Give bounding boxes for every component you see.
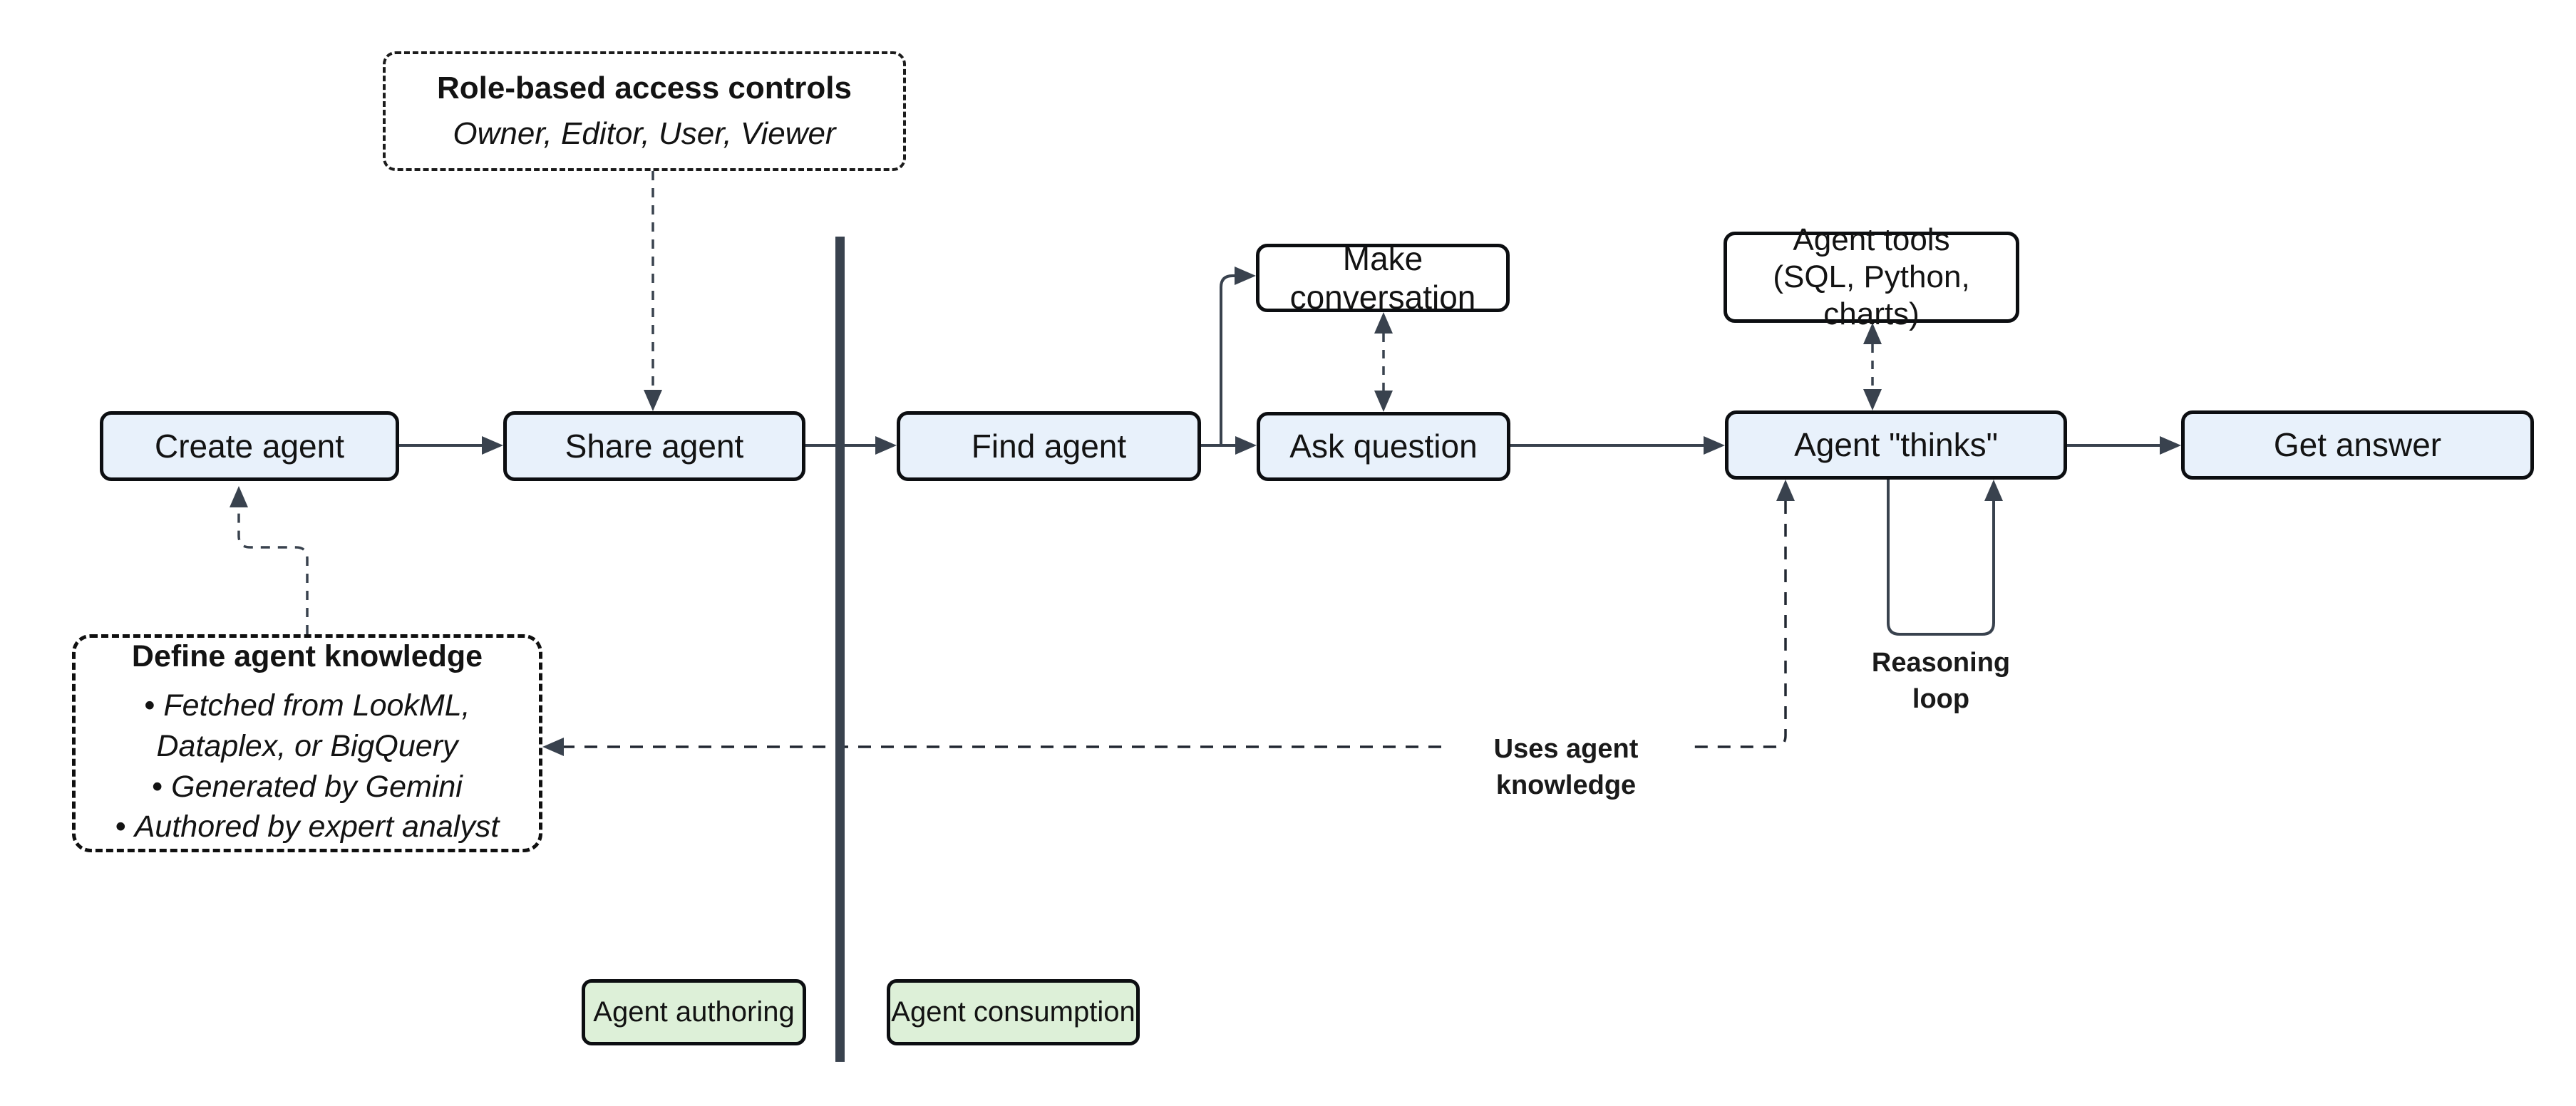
arrow-into-create-bottom [230,486,248,507]
uses-agent-knowledge-label: Uses agent knowledge [1493,734,1639,801]
badge-agent-consumption: Agent consumption [887,979,1140,1045]
node-share-agent: Share agent [503,411,805,481]
define-knowledge-bullet-1: Fetched from LookML, Dataplex, or BigQue… [96,686,519,767]
node-ask-question-label: Ask question [1289,428,1478,465]
node-make-conversation-label: Make conversation [1289,239,1476,316]
node-create-agent: Create agent [100,411,399,481]
badge-agent-consumption-label: Agent consumption [891,996,1135,1028]
define-knowledge-bullet-2: Generated by Gemini [152,767,463,807]
arrow-into-thinks-left [1704,436,1725,455]
badge-agent-authoring: Agent authoring [582,979,806,1045]
arrow-into-share-left [482,436,503,455]
edge-define-to-create [237,507,309,634]
arrow-loop-into-thinks [1984,480,2003,501]
role-access-box: Role-based access controls Owner, Editor… [383,51,906,171]
reasoning-loop-label: Reasoning loop [1871,648,2011,715]
edge-uses-knowledge-right [1688,501,1787,748]
role-access-title: Role-based access controls [436,71,852,105]
arrow-into-thinks-top [1863,389,1882,410]
node-get-answer-label: Get answer [2273,426,2442,464]
role-access-roles: Owner, Editor, User, Viewer [453,116,836,151]
node-find-agent: Find agent [897,411,1201,481]
edge-find-to-make-conversation [1220,274,1235,445]
node-share-agent-label: Share agent [565,427,744,465]
arrow-into-define-box [542,738,564,756]
node-make-conversation: Make conversation [1256,240,1510,316]
node-find-agent-label: Find agent [971,427,1127,465]
node-agent-tools-line2: (SQL, Python, charts) [1773,259,1970,331]
edge-reasoning-loop [1887,480,1995,636]
arrow-knowledge-into-thinks [1776,480,1795,501]
badge-agent-authoring-label: Agent authoring [593,996,795,1028]
define-knowledge-bullet-3: Authored by expert analyst [115,807,500,847]
node-ask-question: Ask question [1257,412,1510,481]
node-create-agent-label: Create agent [155,427,344,465]
arrow-into-share-top [644,390,662,411]
arrow-into-ask [1235,436,1257,455]
node-agent-tools: Agent tools (SQL, Python, charts) [1724,222,2019,331]
node-agent-thinks: Agent "thinks" [1725,410,2067,480]
arrow-into-find [875,436,897,455]
node-agent-thinks-label: Agent "thinks" [1794,426,1998,464]
define-knowledge-box: Define agent knowledge Fetched from Look… [72,634,542,852]
node-agent-tools-line1: Agent tools [1793,222,1950,258]
arrow-into-make-conversation [1235,267,1256,285]
define-knowledge-title: Define agent knowledge [131,639,483,673]
node-get-answer: Get answer [2181,410,2534,480]
arrow-into-answer [2160,436,2181,455]
section-divider [835,237,845,1062]
arrow-into-ask-top [1374,391,1393,412]
